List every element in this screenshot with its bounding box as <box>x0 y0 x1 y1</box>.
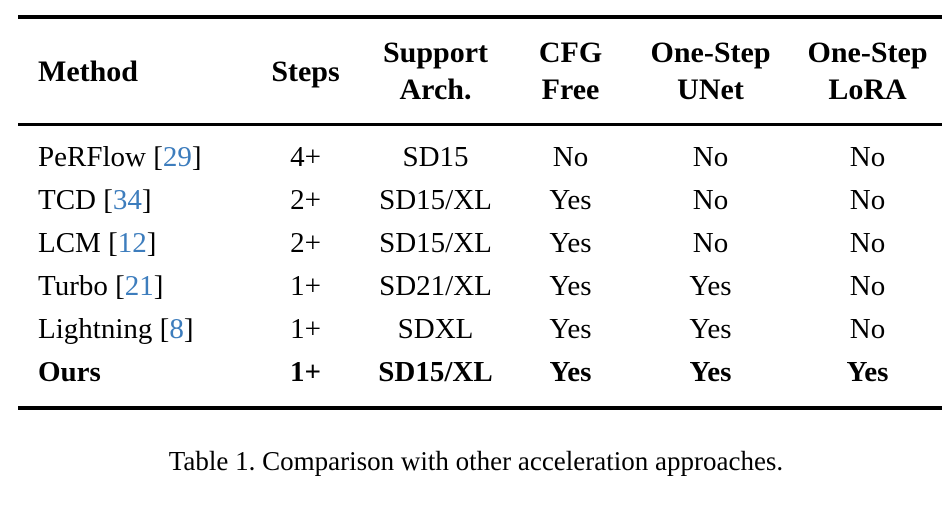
method-name: LCM <box>38 227 101 259</box>
one-step-lora-cell: No <box>849 141 886 173</box>
header-cfg-free-line1: CFG <box>538 36 603 69</box>
header-one-step-lora-line2: LoRA <box>828 73 907 106</box>
method-name: PeRFlow <box>38 141 146 173</box>
table-body: PeRFlow [29] 4+ SD15 No No No TCD [34] 2… <box>18 126 942 406</box>
header-one-step-lora: One-Step LoRA <box>793 34 942 108</box>
header-support-arch: Support Arch. <box>358 34 513 108</box>
one-step-lora-cell: No <box>849 270 886 302</box>
table-row: PeRFlow [29] 4+ SD15 No No No <box>18 136 942 179</box>
arch-cell: SD15/XL <box>379 184 492 216</box>
method-name: Lightning <box>38 313 153 345</box>
cite-bracket-close: ] <box>191 141 202 173</box>
cite-bracket-open: [ <box>96 184 113 216</box>
table-row: LCM [12] 2+ SD15/XL Yes No No <box>18 222 942 265</box>
header-steps: Steps <box>253 53 358 90</box>
header-one-step-unet-line1: One-Step <box>650 36 771 69</box>
cfg-free-cell: Yes <box>549 227 592 259</box>
table-row: TCD [34] 2+ SD15/XL Yes No No <box>18 179 942 222</box>
method-cell: Lightning [8] <box>18 308 253 351</box>
citation-link[interactable]: 8 <box>169 313 184 345</box>
steps-cell: 1+ <box>290 313 321 345</box>
one-step-lora-cell: No <box>849 313 886 345</box>
header-cfg-free: CFG Free <box>513 34 628 108</box>
one-step-unet-cell: No <box>692 184 729 216</box>
method-name: TCD <box>38 184 96 216</box>
cfg-free-cell: Yes <box>549 356 592 388</box>
cfg-free-cell: Yes <box>549 184 592 216</box>
arch-cell: SD15 <box>402 141 469 173</box>
cfg-free-cell: Yes <box>549 313 592 345</box>
one-step-lora-cell: No <box>849 184 886 216</box>
steps-cell: 2+ <box>290 184 321 216</box>
cite-bracket-open: [ <box>152 313 170 345</box>
method-cell: Turbo [21] <box>18 265 253 308</box>
one-step-lora-cell: Yes <box>846 356 889 388</box>
cite-bracket-open: [ <box>145 141 163 173</box>
header-one-step-unet-line2: UNet <box>677 73 744 106</box>
header-method-line1: Method <box>38 54 138 88</box>
steps-cell: 1+ <box>289 356 322 388</box>
table-caption: Table 1. Comparison with other accelerat… <box>168 446 784 476</box>
one-step-unet-cell: Yes <box>689 356 732 388</box>
table-bottom-rule <box>18 406 942 410</box>
citation-link[interactable]: 12 <box>117 227 147 259</box>
method-cell: PeRFlow [29] <box>18 136 253 179</box>
citation-link[interactable]: 29 <box>162 141 192 173</box>
header-method: Method <box>18 53 253 90</box>
steps-cell: 4+ <box>290 141 321 173</box>
table-mid-rule <box>18 123 942 126</box>
cite-bracket-open: [ <box>107 270 125 302</box>
header-one-step-unet: One-Step UNet <box>628 34 793 108</box>
cite-bracket-close: ] <box>183 313 194 345</box>
method-cell: LCM [12] <box>18 222 253 265</box>
method-cell: Ours <box>18 351 253 394</box>
header-steps-line1: Steps <box>271 54 340 88</box>
cite-bracket-close: ] <box>146 227 157 259</box>
citation-link[interactable]: 34 <box>112 184 142 216</box>
header-support-arch-line1: Support <box>382 36 489 69</box>
one-step-unet-cell: No <box>692 141 729 173</box>
table-row: Lightning [8] 1+ SDXL Yes Yes No <box>18 308 942 351</box>
cite-bracket-close: ] <box>141 184 152 216</box>
one-step-lora-cell: No <box>849 227 886 259</box>
header-one-step-lora-line1: One-Step <box>807 36 928 69</box>
cfg-free-cell: No <box>552 141 589 173</box>
table-top-rule <box>18 15 942 19</box>
arch-cell: SD15/XL <box>378 356 493 388</box>
arch-cell: SD21/XL <box>379 270 492 302</box>
arch-cell: SD15/XL <box>379 227 492 259</box>
header-cfg-free-line2: Free <box>541 73 600 106</box>
one-step-unet-cell: Yes <box>689 313 732 345</box>
table-row: Turbo [21] 1+ SD21/XL Yes Yes No <box>18 265 942 308</box>
header-support-arch-line2: Arch. <box>399 73 472 106</box>
cite-bracket-open: [ <box>100 227 118 259</box>
arch-cell: SDXL <box>397 313 474 345</box>
method-cell: TCD [34] <box>18 179 253 222</box>
one-step-unet-cell: Yes <box>689 270 732 302</box>
steps-cell: 2+ <box>290 227 321 259</box>
table-header-row: Method Steps Support Arch. CFG Free One-… <box>18 19 942 123</box>
comparison-table: Method Steps Support Arch. CFG Free One-… <box>18 15 942 410</box>
method-name: Turbo <box>38 270 108 302</box>
cite-bracket-close: ] <box>153 270 164 302</box>
citation-link[interactable]: 21 <box>124 270 154 302</box>
method-name: Ours <box>38 356 101 388</box>
one-step-unet-cell: No <box>692 227 729 259</box>
steps-cell: 1+ <box>290 270 321 302</box>
cfg-free-cell: Yes <box>549 270 592 302</box>
table-row-ours: Ours 1+ SD15/XL Yes Yes Yes <box>18 351 942 394</box>
